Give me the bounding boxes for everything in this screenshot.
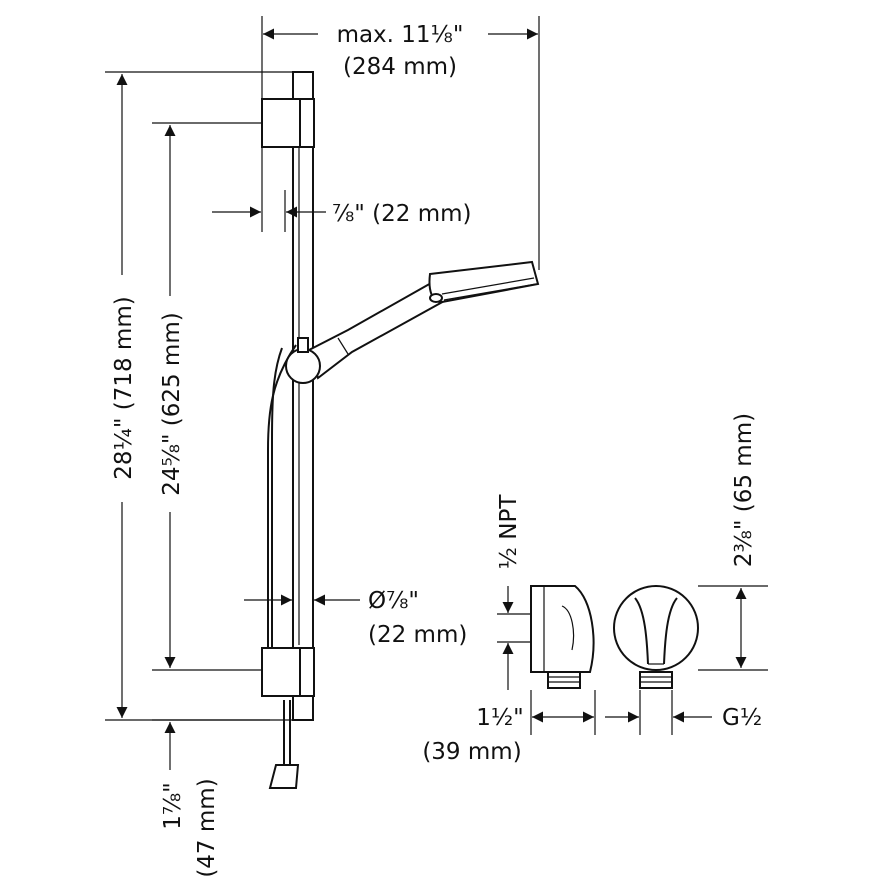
wall-outlet-side-view — [530, 585, 595, 689]
inlet-thread-label: ½ NPT — [496, 494, 522, 570]
outlet-thread-side — [547, 671, 581, 689]
extension-lines — [105, 16, 768, 735]
bottom-extension-label-line2: (47 mm) — [194, 778, 220, 877]
slider-knob — [285, 348, 321, 384]
max-width-label-line2: (284 mm) — [343, 54, 457, 80]
bar-diameter-label-line1: Ø⅞" — [368, 588, 419, 614]
wall-rail — [292, 71, 314, 721]
outlet-height-label: 2⅜" (65 mm) — [731, 413, 757, 567]
top-wall-bracket — [261, 98, 303, 148]
hand-shower-handle — [307, 276, 448, 380]
bracket-spacing-label: 24⅝" (625 mm) — [159, 312, 185, 495]
bar-diameter-label-line2: (22 mm) — [368, 622, 467, 648]
bar-width-label: ⅞" (22 mm) — [332, 201, 472, 227]
dimension-arrows — [116, 28, 747, 770]
hose-connector — [268, 764, 300, 789]
outlet-depth-label-line1: 1½" — [476, 705, 524, 731]
bottom-extension-label-line1: 1⅞" — [160, 782, 186, 830]
slide-rail-assembly — [261, 71, 540, 789]
hand-shower-head — [428, 260, 540, 304]
outlet-thread-front — [639, 671, 673, 689]
total-height-label: 28¼" (718 mm) — [111, 296, 137, 479]
wall-outlet-front-view — [613, 585, 699, 689]
outlet-depth-label-line2: (39 mm) — [422, 739, 521, 765]
bottom-wall-bracket — [261, 647, 303, 697]
max-width-label-line1: max. 11⅛" — [337, 22, 464, 48]
outlet-thread-label: G½ — [722, 705, 762, 731]
